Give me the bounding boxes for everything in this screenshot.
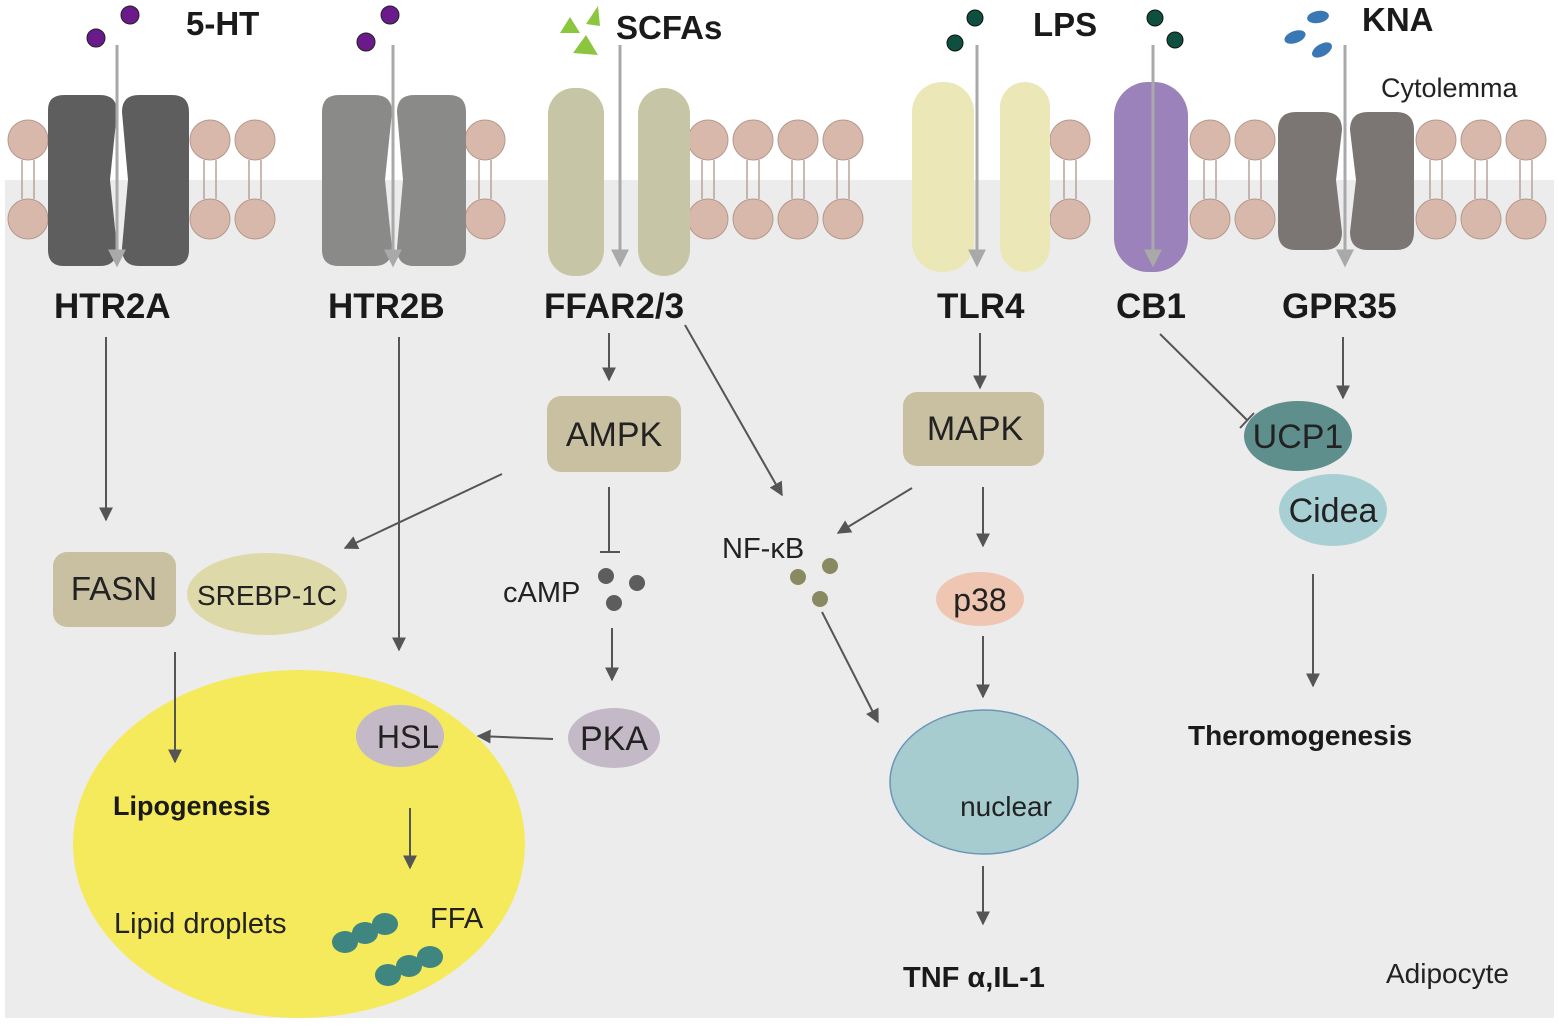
fasn-box (53, 552, 176, 627)
phospholipid-head (464, 198, 506, 240)
phospholipid-head (7, 198, 49, 240)
tlr4-receptor (912, 82, 1050, 272)
ampk-label: AMPK (566, 416, 663, 454)
cidea-ellipse (1279, 474, 1387, 546)
phospholipid-head (189, 198, 231, 240)
phospholipid-head (1049, 198, 1091, 240)
phospholipid-head (1415, 198, 1457, 240)
phospholipid-head (234, 198, 276, 240)
cb1-receptor (1114, 82, 1188, 272)
ucp1-ellipse (1244, 401, 1352, 471)
phospholipid-head (822, 198, 864, 240)
lps-molecules (946, 9, 1184, 52)
cb1-label: CB1 (1116, 287, 1186, 326)
phospholipid-head (777, 119, 819, 161)
ffar-receptor (548, 88, 690, 276)
mapk-box (903, 392, 1044, 466)
hsl-label: HSL (377, 719, 439, 755)
ligand-entry-arrows (108, 45, 1354, 268)
srebp-label: SREBP-1C (197, 580, 337, 611)
nfkb-label: NF-κB (722, 533, 804, 565)
cytokines-label: TNF α,IL-1 (903, 962, 1045, 994)
cytolemma-label: Cytolemma (1381, 73, 1519, 103)
scfas-label: SCFAs (616, 9, 722, 46)
ffar-label: FFAR2/3 (544, 287, 684, 326)
nuclear-label: nuclear (960, 791, 1052, 822)
phospholipid-head (777, 198, 819, 240)
pka-ellipse (568, 708, 660, 768)
htr2a-label: HTR2A (54, 287, 171, 326)
thermogenesis-label: Theromogenesis (1188, 720, 1412, 751)
phospholipid-head (1189, 119, 1231, 161)
lipid-bilayer (7, 119, 1547, 240)
htr2a-receptor (48, 95, 189, 266)
phospholipid-head (1505, 119, 1547, 161)
phospholipid-head (234, 119, 276, 161)
mapk-label: MAPK (927, 410, 1024, 448)
phospholipid-head (1460, 119, 1502, 161)
htr2b-receptor (322, 95, 466, 266)
phospholipid-head (1415, 119, 1457, 161)
ffa-molecules (332, 913, 443, 986)
htr2b-label: HTR2B (328, 287, 445, 326)
phospholipid-head (464, 119, 506, 161)
fasn-label: FASN (71, 570, 157, 607)
phospholipid-head (1234, 119, 1276, 161)
kna-label: KNA (1362, 1, 1434, 38)
scfa-molecules (560, 6, 600, 55)
hsl-ellipse (356, 705, 444, 767)
phospholipid-head (1189, 198, 1231, 240)
phospholipid-head (1234, 198, 1276, 240)
gpr35-label: GPR35 (1282, 287, 1397, 326)
kna-molecules (1284, 10, 1332, 58)
camp-molecules (598, 568, 645, 611)
srebp-ellipse (187, 553, 347, 635)
tlr4-label: TLR4 (937, 287, 1025, 326)
serotonin-label: 5-HT (186, 5, 259, 42)
ucp1-label: UCP1 (1253, 418, 1344, 456)
phospholipid-head (822, 119, 864, 161)
phospholipid-head (7, 119, 49, 161)
signaling-arrows (99, 324, 1350, 926)
adipocyte-label: Adipocyte (1386, 958, 1509, 989)
serotonin-molecules (86, 5, 400, 52)
nucleus (889, 709, 1079, 855)
lipid-droplet (73, 670, 525, 1018)
p38-ellipse (936, 572, 1024, 626)
p38-label: p38 (953, 582, 1006, 618)
lipogenesis-label: Lipogenesis (113, 791, 271, 821)
phospholipid-head (1460, 198, 1502, 240)
phospholipid-head (687, 198, 729, 240)
phospholipid-head (1049, 119, 1091, 161)
phospholipid-head (1505, 198, 1547, 240)
phospholipid-head (732, 198, 774, 240)
cidea-label: Cidea (1289, 492, 1378, 530)
pka-label: PKA (580, 720, 648, 758)
phospholipid-head (189, 119, 231, 161)
lps-label: LPS (1033, 6, 1097, 43)
ampk-box (547, 396, 681, 472)
phospholipid-head (687, 119, 729, 161)
ffa-label: FFA (430, 903, 484, 935)
gpr35-receptor (1278, 112, 1414, 250)
nfkb-molecules (790, 558, 838, 607)
camp-label: cAMP (503, 577, 580, 609)
lipid-droplets-label: Lipid droplets (114, 908, 287, 940)
phospholipid-head (732, 119, 774, 161)
